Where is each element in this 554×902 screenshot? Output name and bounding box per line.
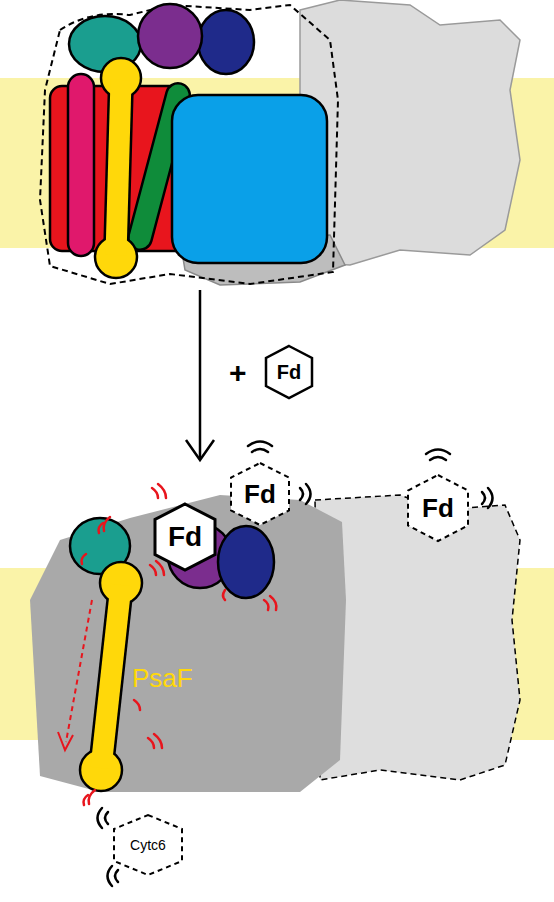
motion-marks (98, 442, 493, 887)
movement-arrow (58, 600, 92, 750)
vibration-marks (82, 484, 277, 805)
psi-monomer (315, 495, 520, 780)
node-text: Fd (277, 362, 301, 382)
subunit (138, 4, 202, 68)
subunit (198, 10, 254, 74)
psaf-subunit (95, 58, 141, 278)
subunit-label: PsaF (132, 665, 193, 691)
transition-arrow (186, 290, 214, 460)
node-text: Cytc6 (130, 838, 166, 852)
fd-hexagon: Fd (406, 473, 470, 543)
psi-monomer (300, 0, 520, 265)
fd-hexagon: Fd (229, 461, 291, 527)
subunit (218, 526, 274, 598)
plus-sign: + (229, 358, 247, 388)
complex-outline (40, 5, 338, 284)
fd-hexagon: Fd (264, 344, 314, 400)
subunit (172, 95, 327, 263)
subunit (68, 74, 94, 256)
node-text: Fd (422, 495, 454, 521)
fd-hexagon: Cytc6 (112, 813, 184, 877)
node-text: Fd (168, 523, 202, 551)
psi-core (30, 495, 346, 792)
fd-hexagon: Fd (153, 502, 217, 572)
node-text: Fd (244, 481, 276, 507)
